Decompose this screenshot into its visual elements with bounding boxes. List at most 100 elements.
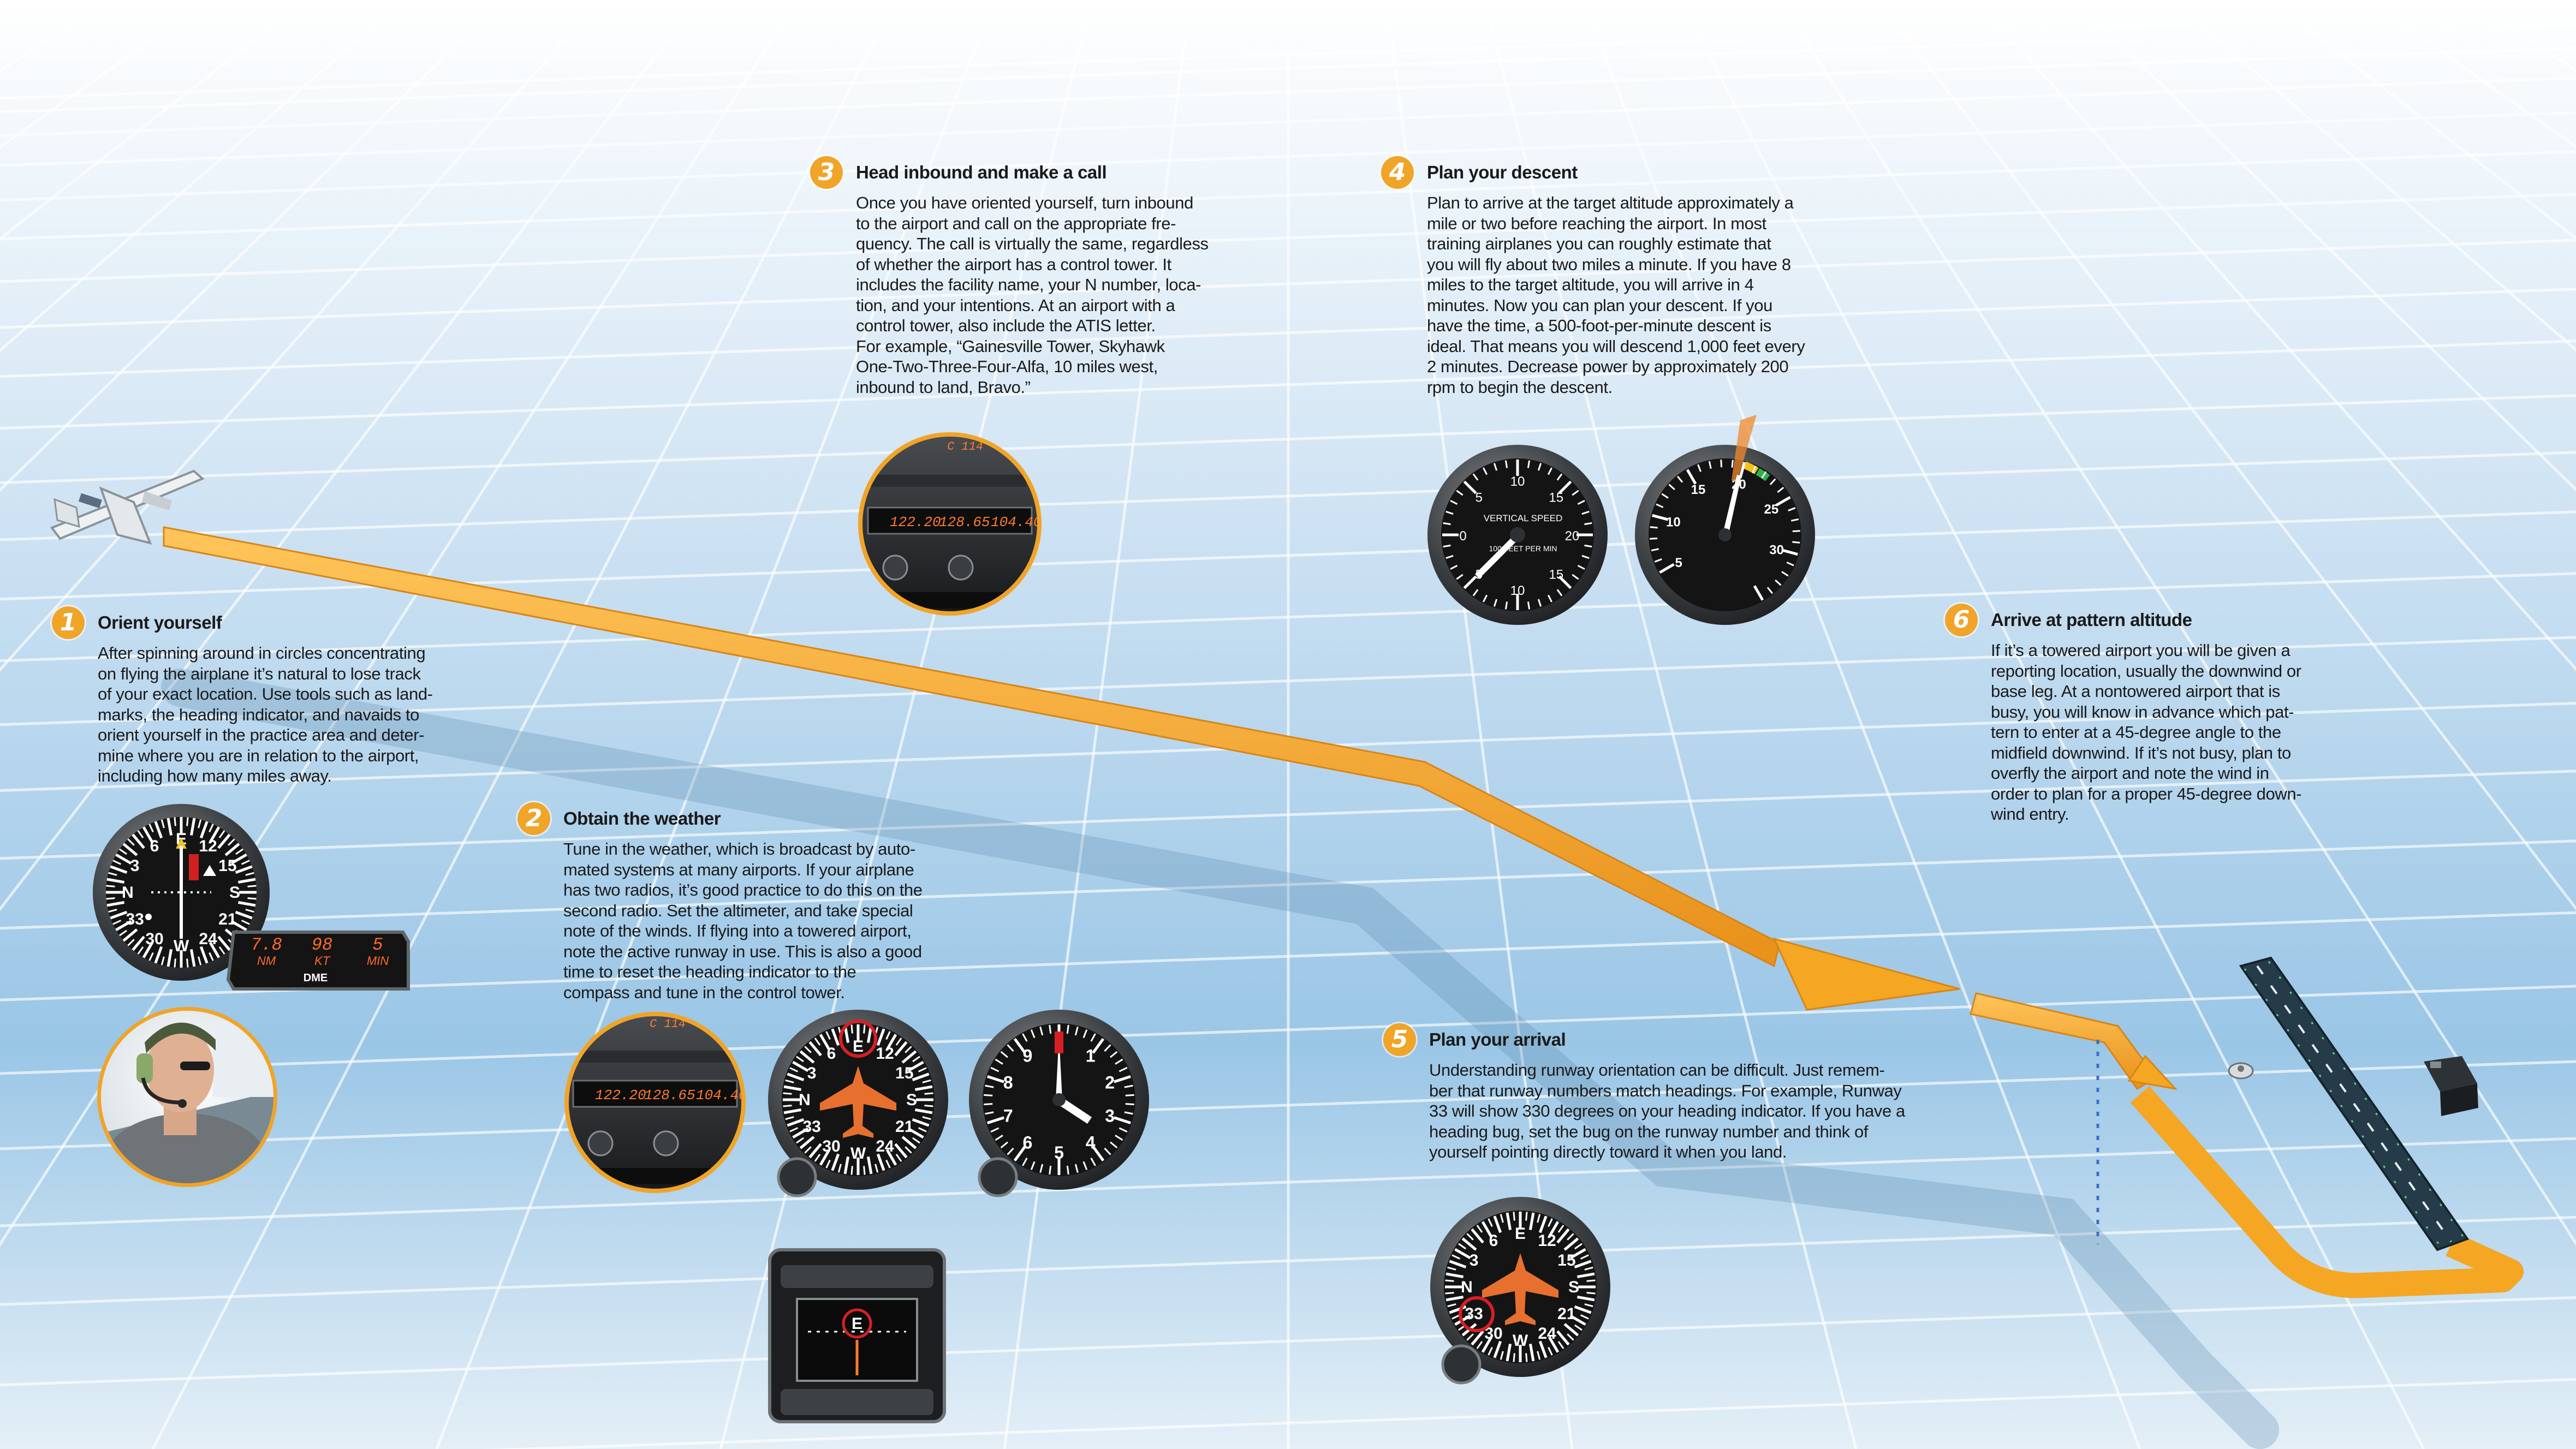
airspeed-indicator: 51015202530 bbox=[1635, 415, 1815, 625]
dial-tick bbox=[1090, 1158, 1096, 1166]
dial-tick bbox=[785, 1116, 794, 1120]
heading-dial-label: 6 bbox=[150, 837, 159, 855]
altimeter-dial-label: 5 bbox=[1054, 1143, 1064, 1162]
dial-tick bbox=[985, 1084, 994, 1088]
dial-tick bbox=[1115, 1058, 1123, 1065]
dial-tick bbox=[990, 1066, 1000, 1072]
dial-tick bbox=[209, 826, 221, 843]
dial-tick bbox=[1650, 526, 1658, 529]
dial-tick bbox=[1493, 599, 1498, 607]
radio2-freq-nav: 104.40 bbox=[696, 1087, 747, 1104]
dial-tick bbox=[209, 941, 221, 958]
heading-dial-label: 33 bbox=[1465, 1305, 1483, 1323]
dial-tick bbox=[914, 1085, 933, 1092]
radio-top-display: C 114 bbox=[947, 440, 983, 454]
step-body: Once you have oriented yourself, turn in… bbox=[856, 193, 1209, 397]
dial-tick bbox=[1074, 1026, 1079, 1036]
step-5-arrival: 5 Plan your arrival Understanding runway… bbox=[1383, 1022, 1962, 1162]
dial-tick bbox=[108, 872, 117, 876]
dial-tick bbox=[1082, 1161, 1088, 1170]
dial-tick bbox=[1769, 478, 1776, 485]
dial-tick bbox=[1580, 1314, 1589, 1320]
dial-tick bbox=[783, 1085, 802, 1092]
dial-tick bbox=[1547, 594, 1552, 603]
dial-tick bbox=[1775, 579, 1782, 586]
airplane-icon bbox=[50, 469, 205, 545]
dial-tick bbox=[986, 1075, 1004, 1083]
dial-tick bbox=[1493, 1340, 1502, 1358]
dial-tick bbox=[984, 1103, 993, 1106]
dial-tick bbox=[783, 1092, 792, 1095]
dial-tick bbox=[1537, 1351, 1541, 1360]
dial-tick bbox=[1000, 1051, 1008, 1058]
dial-tick bbox=[230, 853, 247, 865]
dial-tick bbox=[1506, 1212, 1512, 1231]
radio-freq-nav: 104.40 bbox=[991, 514, 1042, 530]
dial-tick bbox=[1481, 1221, 1493, 1238]
dme-speed: 98 bbox=[312, 935, 332, 955]
dial-tick bbox=[1556, 473, 1563, 481]
dial-tick bbox=[1528, 1212, 1535, 1231]
dial-tick bbox=[137, 830, 144, 838]
dial-tick bbox=[127, 939, 135, 946]
step-number-badge: 3 bbox=[810, 156, 843, 189]
dial-tick bbox=[843, 1156, 850, 1174]
dial-tick bbox=[787, 1118, 805, 1127]
dial-tick bbox=[1493, 1215, 1502, 1233]
dial-tick bbox=[1447, 1266, 1456, 1271]
dial-tick bbox=[1556, 589, 1563, 597]
dial-tick bbox=[1654, 558, 1662, 563]
dial-tick bbox=[787, 1072, 805, 1082]
dial-tick bbox=[1788, 507, 1796, 511]
vsi-dial-label: 10 bbox=[1510, 474, 1525, 489]
dial-tick bbox=[1563, 1323, 1579, 1337]
dial-tick bbox=[895, 1037, 902, 1046]
dial-tick bbox=[1450, 500, 1458, 505]
altimeter-dial-label: 7 bbox=[1003, 1106, 1013, 1125]
step-number-badge: 2 bbox=[517, 802, 550, 835]
dial-tick bbox=[901, 1136, 917, 1149]
grid-line bbox=[151, 0, 897, 1449]
dme-time-unit: MIN bbox=[367, 954, 389, 968]
grid-line bbox=[719, 0, 1093, 1449]
dial-tick bbox=[235, 865, 253, 874]
dial-tick bbox=[918, 1067, 927, 1072]
dial-tick bbox=[1471, 1228, 1484, 1244]
dial-tick bbox=[907, 1127, 924, 1139]
dial-tick bbox=[237, 901, 256, 907]
dial-tick bbox=[1697, 464, 1702, 472]
airspeed-dial-label: 25 bbox=[1764, 502, 1779, 517]
dial-tick bbox=[1466, 1333, 1474, 1341]
dial-tick bbox=[245, 872, 254, 876]
dial-tick bbox=[132, 935, 145, 951]
dme-display: 7.8 NM 98 KT 5 MIN DME bbox=[226, 931, 410, 991]
step-body: Understanding runway orientation can be … bbox=[1429, 1060, 1905, 1161]
airspeed-dial-label: 15 bbox=[1691, 482, 1706, 497]
vertical-speed-indicator: 0510152015105 VERTICAL SPEED 100 FEET PE… bbox=[1427, 445, 1608, 625]
step-6-pattern-altitude: 6 Arrive at pattern altitude If it’s a t… bbox=[1945, 602, 2371, 825]
dial-tick bbox=[1488, 1346, 1493, 1356]
dial-tick bbox=[198, 956, 202, 965]
dial-tick bbox=[154, 821, 163, 839]
dial-tick bbox=[874, 1164, 879, 1173]
heading-dial-label: S bbox=[1568, 1278, 1579, 1296]
heading-dial-label: 30 bbox=[145, 930, 163, 948]
dme-speed-unit: KT bbox=[314, 954, 331, 968]
dial-tick bbox=[1451, 1254, 1461, 1260]
heading-dial-label: 3 bbox=[807, 1064, 817, 1082]
grid-line bbox=[1877, 0, 2576, 911]
dial-tick bbox=[1753, 585, 1764, 601]
step-number-badge: 5 bbox=[1383, 1023, 1416, 1056]
airspeed-dial-label: 5 bbox=[1675, 556, 1682, 570]
dial-tick bbox=[1557, 1225, 1564, 1233]
dial-tick bbox=[198, 819, 202, 828]
vsi-dial-label: 15 bbox=[1549, 490, 1563, 505]
dial-tick bbox=[1476, 1341, 1483, 1349]
dial-tick bbox=[1558, 575, 1572, 589]
heading-dial-label: 3 bbox=[130, 857, 140, 875]
dial-tick bbox=[1525, 1212, 1528, 1221]
dial-tick bbox=[1504, 460, 1508, 468]
dial-tick bbox=[1650, 537, 1658, 540]
dial-tick bbox=[119, 848, 127, 855]
